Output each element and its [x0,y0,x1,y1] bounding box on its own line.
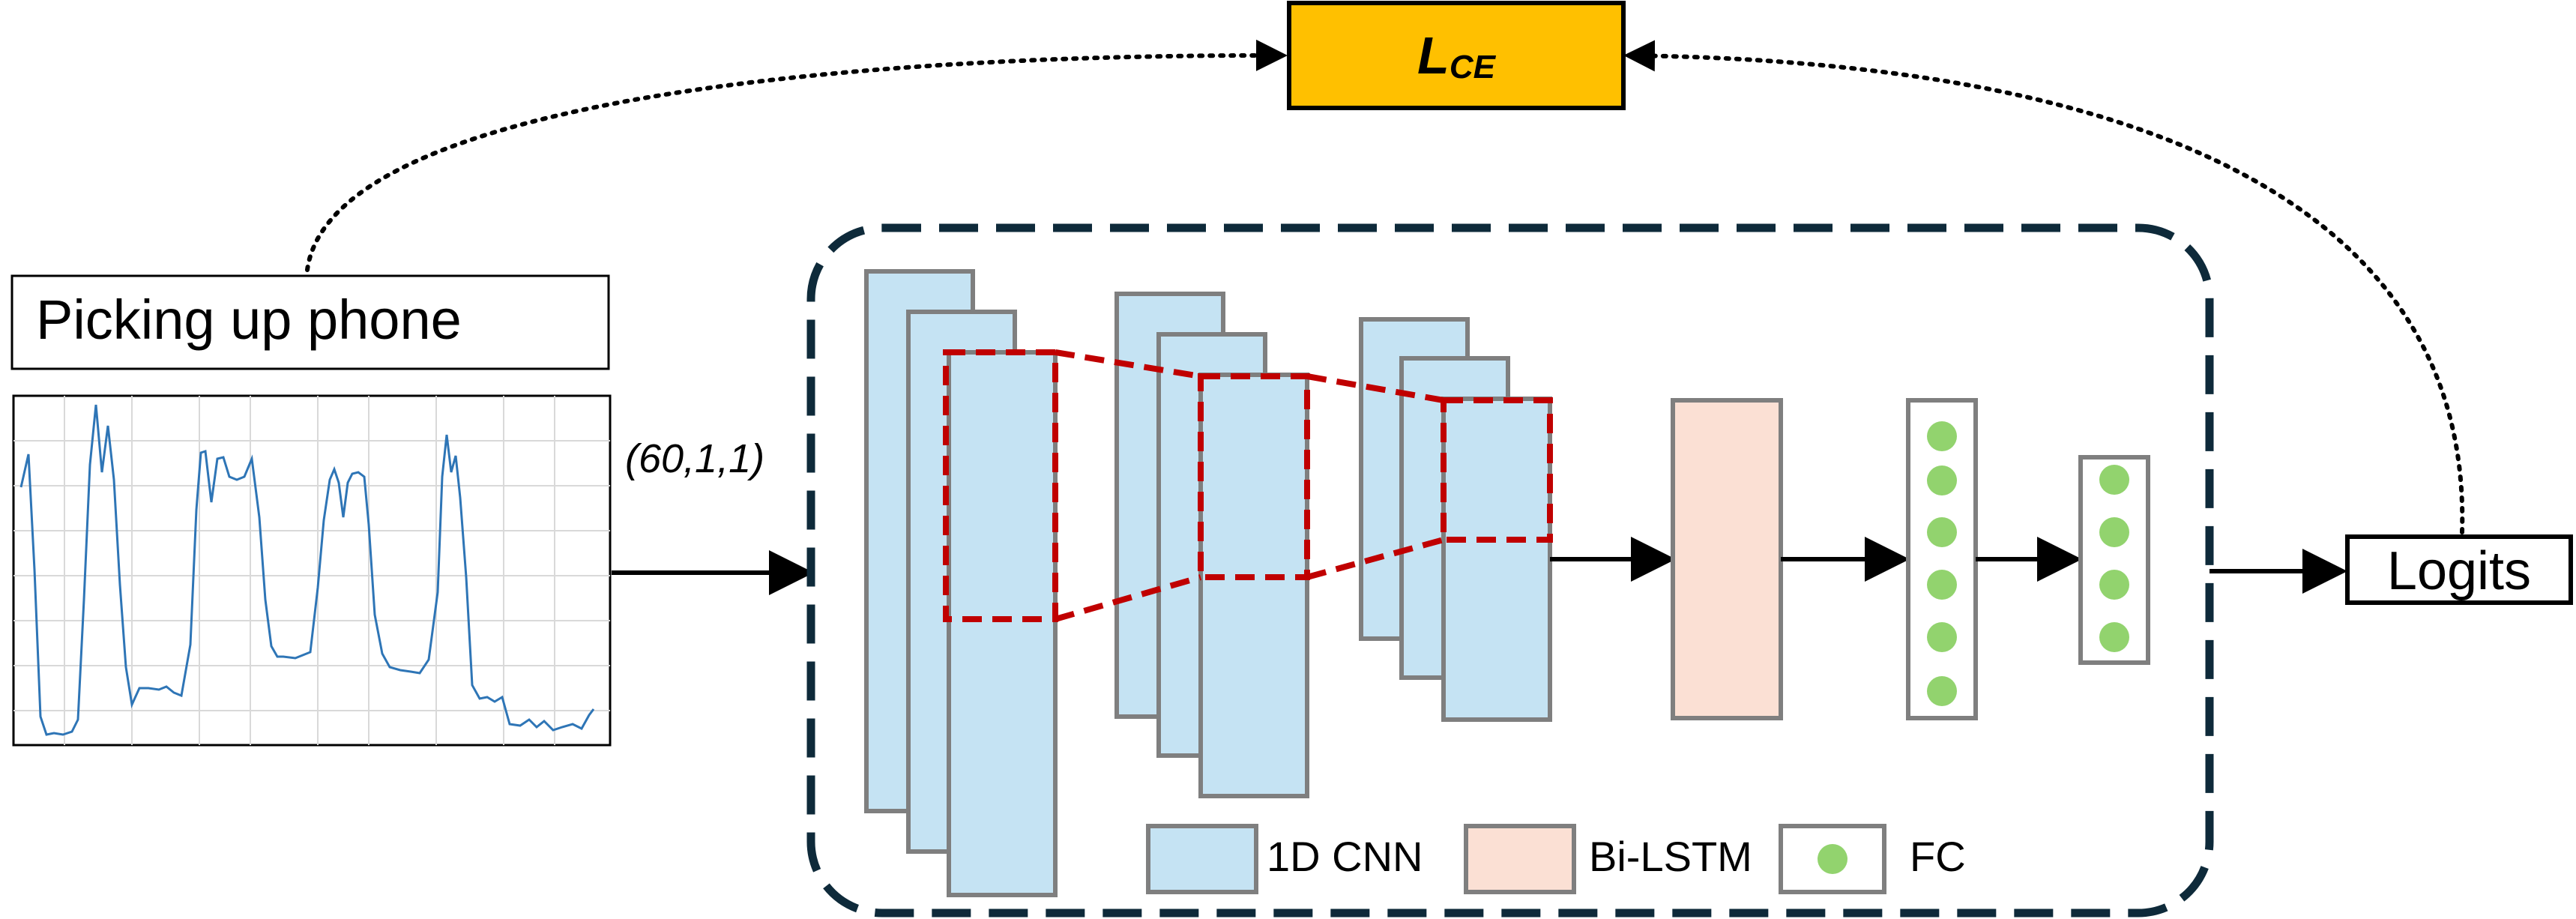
legend-label-fc: FC [1910,833,1966,880]
signal-line [19,404,595,736]
fc-neuron [1927,465,1957,495]
fc-neuron [2099,622,2129,652]
bilstm-block [1671,398,1783,720]
label-to-loss-arrow [305,39,1288,272]
cnn-stage-2 [1114,292,1309,798]
logits-box [2345,534,2573,605]
fc-neuron [1927,421,1957,451]
legend-swatch-lstm [1464,824,1576,894]
legend: 1D CNN Bi-LSTM FC [1146,824,1966,894]
legend-swatch-cnn [1146,824,1258,894]
cnn-feature-map [947,350,1058,897]
legend-label-cnn: 1D CNN [1267,833,1423,880]
fc-neuron [2099,517,2129,547]
input-shape-label: (60,1,1) [625,436,764,481]
fc-neuron [2099,465,2129,495]
cnn-feature-map [1198,373,1309,798]
fc-layer-2 [2078,455,2150,665]
logits-label: Logits [2387,541,2531,601]
loss-symbol: L [1417,26,1450,85]
fc-neuron [1927,570,1957,600]
fc-neuron [1927,622,1957,652]
cnn-stage-3 [1359,317,1552,722]
fc-neuron [2099,570,2129,600]
input-label: Picking up phone [36,289,462,351]
loss-subscript: CE [1450,49,1497,85]
svg-text:LCE: LCE [1417,26,1497,85]
legend-label-lstm: Bi-LSTM [1589,833,1752,880]
logits-to-loss-arrow [1623,40,2465,534]
fc-layer-1 [1906,398,1978,720]
cnn-stage-1 [864,269,1058,897]
receptive-field-projection [943,349,1553,622]
fc-neuron [1927,676,1957,706]
legend-fc-dot [1818,844,1847,874]
signal-plot [12,394,612,747]
input-label-box [10,274,610,370]
loss-box: LCE [1287,1,1626,110]
fc-neuron [1927,517,1957,547]
cnn-feature-map [1441,397,1552,722]
